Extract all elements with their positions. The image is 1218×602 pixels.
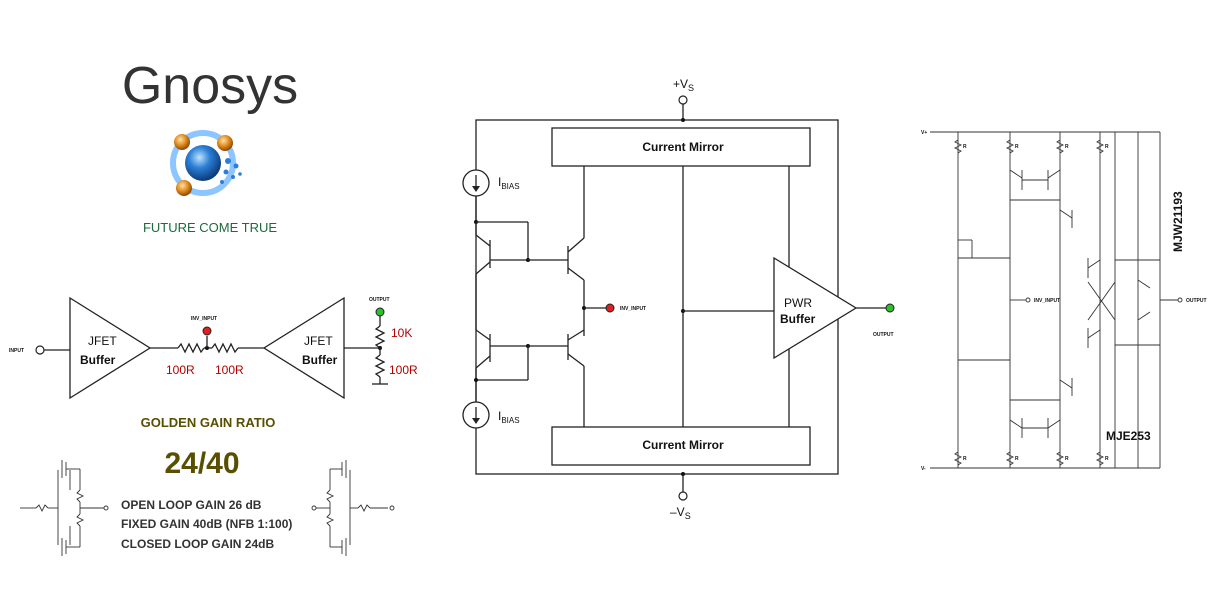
- svg-text:R: R: [963, 144, 967, 150]
- r-series-1-label: 100R: [166, 363, 195, 377]
- detail-vminus-label: V-: [921, 466, 926, 472]
- ratio-value: 24/40: [164, 447, 239, 480]
- ratio-line-2: FIXED GAIN 40dB (NFB 1:100): [121, 517, 292, 531]
- svg-text:R: R: [1105, 144, 1109, 150]
- svg-text:R: R: [963, 456, 967, 462]
- svg-text:R: R: [1065, 456, 1069, 462]
- ratio-title: GOLDEN GAIN RATIO: [141, 415, 276, 430]
- svg-text:R: R: [1015, 456, 1019, 462]
- ratio-line-1: OPEN LOOP GAIN 26 dB: [121, 498, 262, 512]
- current-mirror-top-label: Current Mirror: [642, 140, 724, 154]
- r-feedback-top-label: 10K: [391, 326, 412, 340]
- current-mirror-bottom: [551, 426, 811, 466]
- brand-block: Gnosys FUTURE COME TRUE: [122, 57, 298, 235]
- detail-transistors: [958, 169, 1160, 438]
- block-output-terminal: [885, 303, 895, 313]
- output-terminal: [375, 307, 385, 317]
- input-stage-transistors: [474, 166, 606, 427]
- part-label-bottom: MJE253: [1106, 429, 1151, 443]
- feedback-resistor-bottom: [374, 354, 386, 378]
- svg-text:R: R: [1105, 456, 1109, 462]
- svg-text:R: R: [1015, 144, 1019, 150]
- r-series-2-label: 100R: [215, 363, 244, 377]
- detail-inv-input-label: INV_INPUT: [1034, 298, 1060, 304]
- topology-output-label: OUTPUT: [369, 297, 390, 303]
- jfet-buffer-1-line2: Buffer: [80, 353, 116, 367]
- topology-input-label: INPUT: [9, 348, 24, 354]
- jfet-buffer-2: [262, 296, 345, 400]
- detail-vplus-label: V+: [921, 130, 927, 136]
- r-feedback-bottom-label: 100R: [389, 363, 418, 377]
- vplus-terminal: [678, 95, 688, 105]
- vplus-label: +VS: [673, 77, 694, 93]
- detail-resistors-bottom: R R R R: [953, 451, 1109, 466]
- feedback-resistor-top: [374, 325, 386, 349]
- pwr-buffer-line2: Buffer: [780, 312, 816, 326]
- pwr-buffer: [773, 256, 858, 360]
- series-resistor-2: [211, 342, 239, 354]
- jfet-buffer-2-line2: Buffer: [302, 353, 338, 367]
- detailed-schematic: V+ V- R R R R R R: [921, 130, 1207, 472]
- block-inv-input-terminal: [605, 303, 615, 313]
- block-inv-input-label: INV_INPUT: [620, 306, 646, 312]
- svg-text:R: R: [1065, 144, 1069, 150]
- vminus-terminal: [678, 491, 688, 501]
- current-mirror-bottom-label: Current Mirror: [642, 438, 724, 452]
- mosfet-sketch-right: [311, 460, 395, 556]
- gain-ratio-block: GOLDEN GAIN RATIO 24/40 OPEN LOOP GAIN 2…: [121, 415, 292, 551]
- ibias-bottom-label: IBIAS: [498, 409, 520, 425]
- ibias-top-label: IBIAS: [498, 175, 520, 191]
- block-output-label: OUTPUT: [873, 332, 894, 338]
- topology-inv-input-label: INV_INPUT: [191, 316, 217, 322]
- brand-tagline: FUTURE COME TRUE: [143, 220, 277, 235]
- brand-name: Gnosys: [122, 57, 298, 115]
- mosfet-sketch-left: [20, 460, 109, 556]
- jfet-buffer-2-line1: JFET: [304, 334, 333, 348]
- series-resistor-1: [177, 342, 205, 354]
- detail-output-label: OUTPUT: [1186, 298, 1207, 304]
- input-terminal: [35, 345, 45, 355]
- ratio-line-3: CLOSED LOOP GAIN 24dB: [121, 537, 274, 551]
- gnosys-logo-icon: [170, 130, 242, 196]
- part-label-top: MJW21193: [1171, 191, 1185, 252]
- pwr-buffer-line1: PWR: [784, 296, 812, 310]
- detail-resistors-top: R R R R: [953, 139, 1109, 154]
- block-diagram: +VS –VS Current Mirror Current Mirror PW…: [462, 77, 895, 521]
- jfet-buffer-1-line1: JFET: [88, 334, 117, 348]
- jfet-buffer-1: [69, 296, 152, 400]
- current-mirror-top: [551, 127, 811, 167]
- inv-input-terminal: [202, 326, 212, 336]
- vminus-label: –VS: [670, 505, 691, 521]
- topology-diagram: INPUT JFET Buffer INV_INPUT 100R 100R JF…: [9, 296, 418, 400]
